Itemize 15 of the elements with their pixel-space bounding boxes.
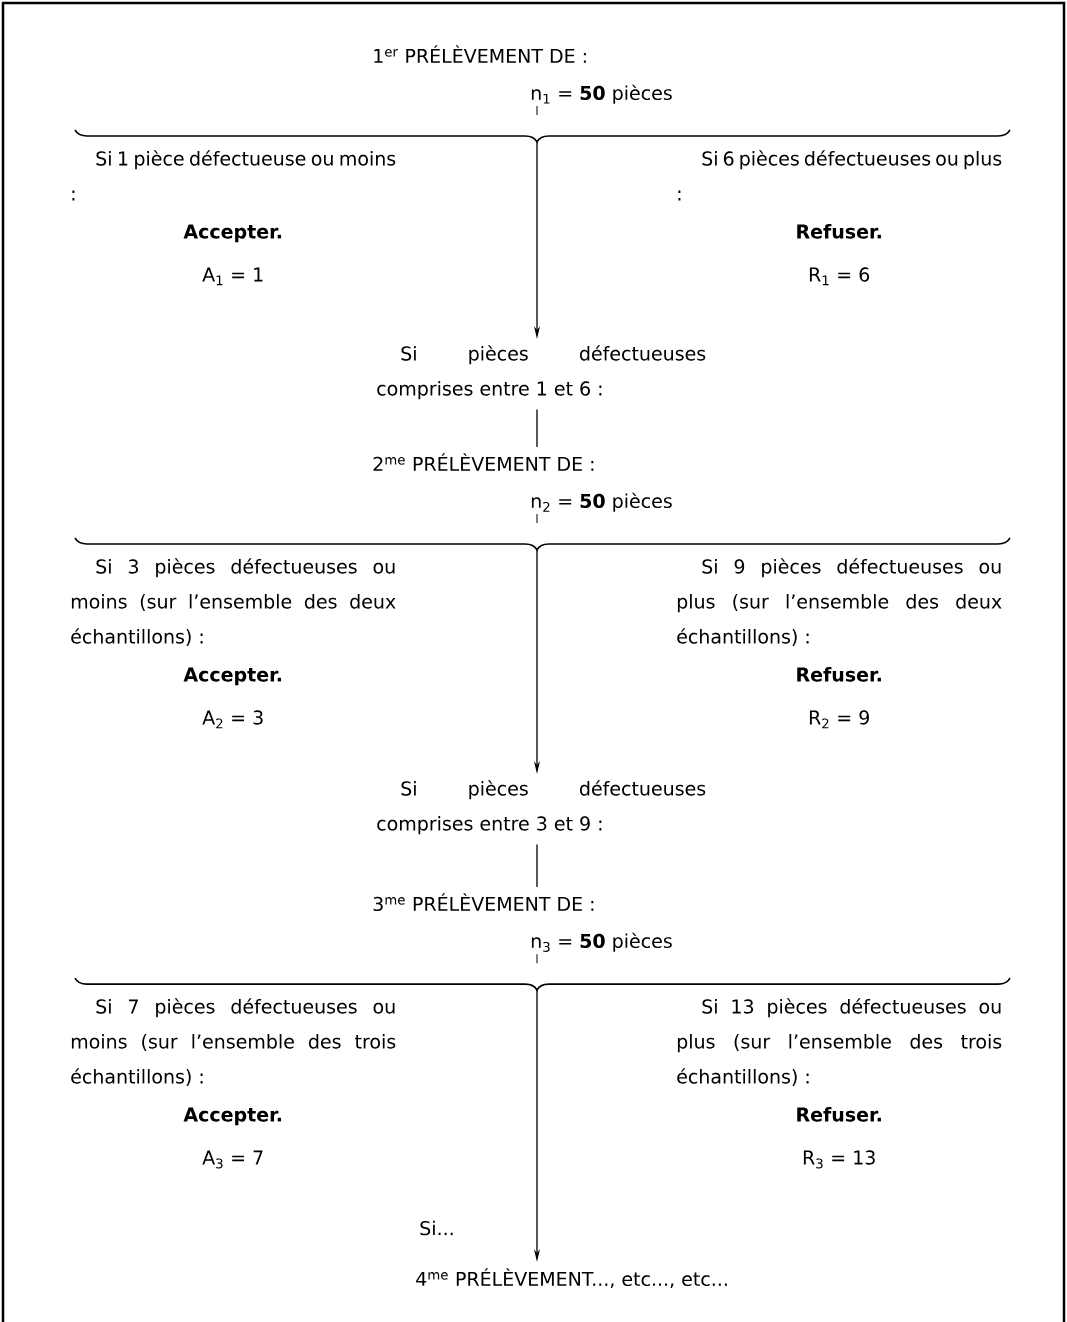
sample-heading: 4$^{me}$ PRÉLÈVEMENT..., etc..., etc...: [416, 1268, 727, 1289]
sample-heading: 2$^{me}$ PRÉLÈVEMENT DE : n$_{2}$ = 50 pièces: [373, 453, 672, 512]
sample-heading: 3$^{me}$ PRÉLÈVEMENT DE : n$_{3}$ = 50 pièces: [373, 893, 672, 952]
edge-label: Si...: [420, 1220, 453, 1236]
condition-text: Si pièces défectueuses comprises entre 1 et 6 :: [377, 345, 706, 400]
sample-heading: 1$^{er}$ PRÉLÈVEMENT DE : n$_{1}$ = 50 pièces: [374, 45, 672, 104]
connector-line: [536, 843, 538, 888]
decision-text: Si 6 pièces défectueuses ou plus : Refuser. R$_{1}$ = 6: [678, 150, 1002, 286]
decision-text: Si 3 pièces défectueuses ou moins (sur l’ensemble des deux échantillons) : Accepter. A$_{2}$ = 3: [71, 558, 396, 729]
decision-text: Si 1 pièce défectueuse ou moins : Accepter. A$_{1}$ = 1: [72, 150, 396, 286]
decision-text: Si 13 pièces défectueuses ou plus (sur l’ensemble des trois échantillons) : Refuser. R$_{3}$ = 13: [677, 998, 1002, 1169]
condition-text: Si pièces défectueuses comprises entre 3 et 9 :: [377, 780, 706, 835]
connector-line: [536, 408, 538, 448]
decision-text: Si 7 pièces défectueuses ou moins (sur l’ensemble des trois échantillons) : Accepter. A$_{3}$ = 7: [71, 998, 396, 1169]
decision-text: Si 9 pièces défectueuses ou plus (sur l’ensemble des deux échantillons) : Refuser. R$_{2}$ = 9: [677, 558, 1002, 729]
